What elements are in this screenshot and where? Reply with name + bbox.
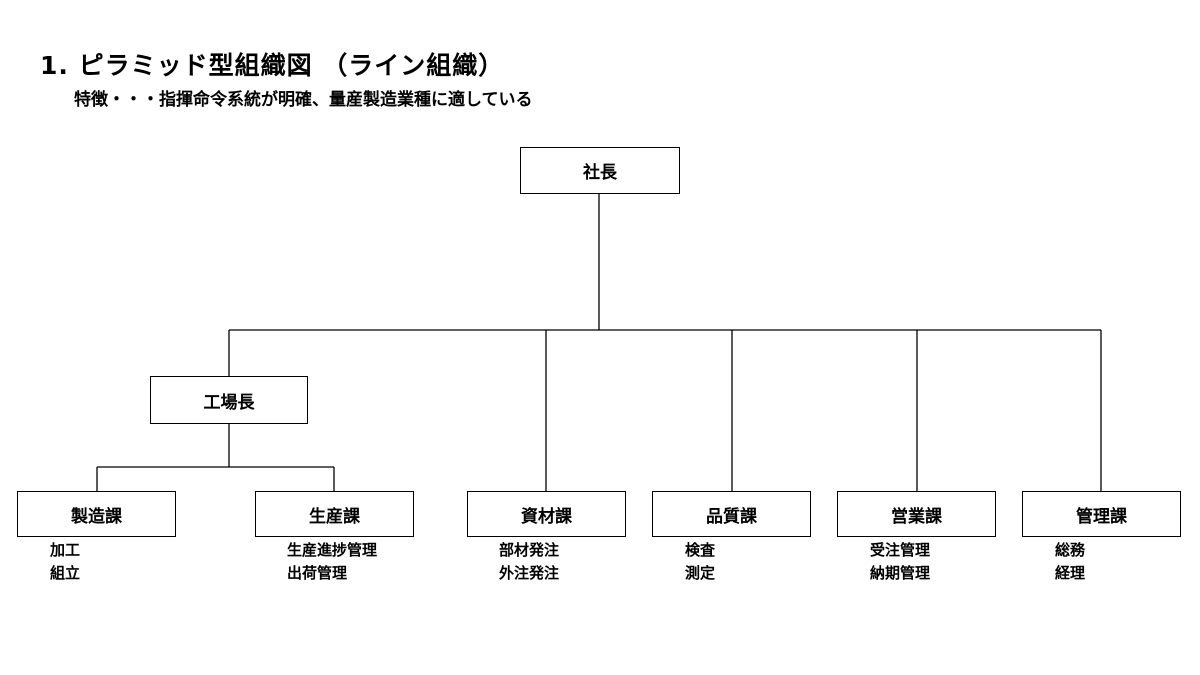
duty-item: 出荷管理 — [287, 564, 348, 582]
dept-label: 製造課 — [71, 506, 122, 527]
dept-duties-eigyo: 受注管理 納期管理 — [870, 539, 930, 585]
dept-duties-shizai: 部材発注 外注発注 — [499, 539, 559, 585]
duty-item: 生産進捗管理 — [287, 541, 378, 559]
duty-item: 検査 — [685, 541, 716, 559]
president-box: 社長 — [520, 147, 680, 194]
dept-box-seisan: 生産課 — [255, 491, 414, 537]
duty-item: 経理 — [1055, 564, 1086, 582]
duty-item: 加工 — [50, 541, 81, 559]
page-title: 1. ピラミッド型組織図 （ライン組織） — [40, 51, 505, 80]
dept-box-hinshitsu: 品質課 — [652, 491, 811, 537]
dept-box-seizo: 製造課 — [17, 491, 176, 537]
duty-item: 組立 — [50, 564, 81, 582]
dept-box-eigyo: 営業課 — [837, 491, 996, 537]
dept-duties-hinshitsu: 検査 測定 — [685, 539, 715, 585]
dept-label: 品質課 — [706, 506, 757, 527]
dept-label: 資材課 — [521, 506, 572, 527]
duty-item: 総務 — [1055, 541, 1086, 559]
dept-duties-kanri: 総務 経理 — [1055, 539, 1085, 585]
dept-box-shizai: 資材課 — [467, 491, 626, 537]
dept-duties-seizo: 加工 組立 — [50, 539, 80, 585]
duty-item: 部材発注 — [499, 541, 560, 559]
dept-label: 営業課 — [891, 506, 942, 527]
president-label: 社長 — [583, 163, 617, 183]
duty-item: 外注発注 — [499, 564, 560, 582]
dept-box-kanri: 管理課 — [1022, 491, 1181, 537]
factory-manager-box: 工場長 — [150, 376, 308, 424]
duty-item: 受注管理 — [870, 541, 931, 559]
page-subtitle: 特徴・・・指揮命令系統が明確、量産製造業種に適している — [74, 90, 533, 110]
dept-label: 管理課 — [1076, 506, 1127, 527]
factory-manager-label: 工場長 — [203, 392, 255, 413]
duty-item: 測定 — [685, 564, 716, 582]
dept-label: 生産課 — [309, 506, 360, 527]
duty-item: 納期管理 — [870, 564, 931, 582]
dept-duties-seisan: 生産進捗管理 出荷管理 — [287, 539, 377, 585]
